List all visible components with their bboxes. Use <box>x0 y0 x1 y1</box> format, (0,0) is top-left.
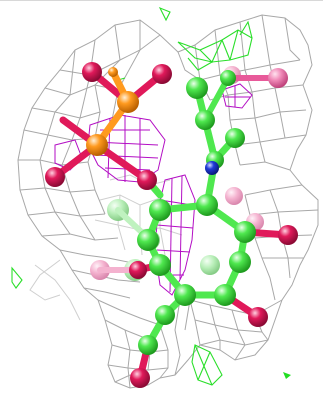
carbon-atom <box>225 128 245 148</box>
oxygen-atom <box>152 64 172 84</box>
phosphorus-atom <box>117 91 139 113</box>
carbon-atom <box>195 110 215 130</box>
faint-oxygen-atom <box>225 187 243 205</box>
faint-carbon-atom <box>200 255 220 275</box>
phosphorus-atom <box>86 134 108 156</box>
oxygen-atom <box>82 62 102 82</box>
carbon-atom <box>220 70 236 86</box>
phosphorus-atom <box>108 67 118 77</box>
oxygen-atom <box>130 368 150 388</box>
carbon-atom <box>234 221 256 243</box>
carbon-atom <box>214 284 236 306</box>
carbon-atom <box>155 305 175 325</box>
magenta-density-mesh <box>54 83 253 296</box>
carbon-atom <box>186 77 208 99</box>
carbon-atom <box>196 194 218 216</box>
oxygen-atom <box>137 170 157 190</box>
carbon-atom <box>137 229 159 251</box>
carbon-atom <box>229 251 251 273</box>
carbon-atom <box>174 284 196 306</box>
oxygen-atom <box>129 261 147 279</box>
gray-density-mesh <box>17 14 319 389</box>
oxygen-atom <box>248 307 268 327</box>
oxygen-atom <box>45 167 65 187</box>
oxygen-atom <box>268 68 288 88</box>
nitrogen-atom <box>205 161 219 175</box>
green-marker <box>283 372 291 379</box>
carbon-atom <box>138 335 158 355</box>
atoms <box>45 62 298 388</box>
carbon-atom <box>149 254 171 276</box>
carbon-atom <box>149 199 171 221</box>
oxygen-atom <box>278 225 298 245</box>
